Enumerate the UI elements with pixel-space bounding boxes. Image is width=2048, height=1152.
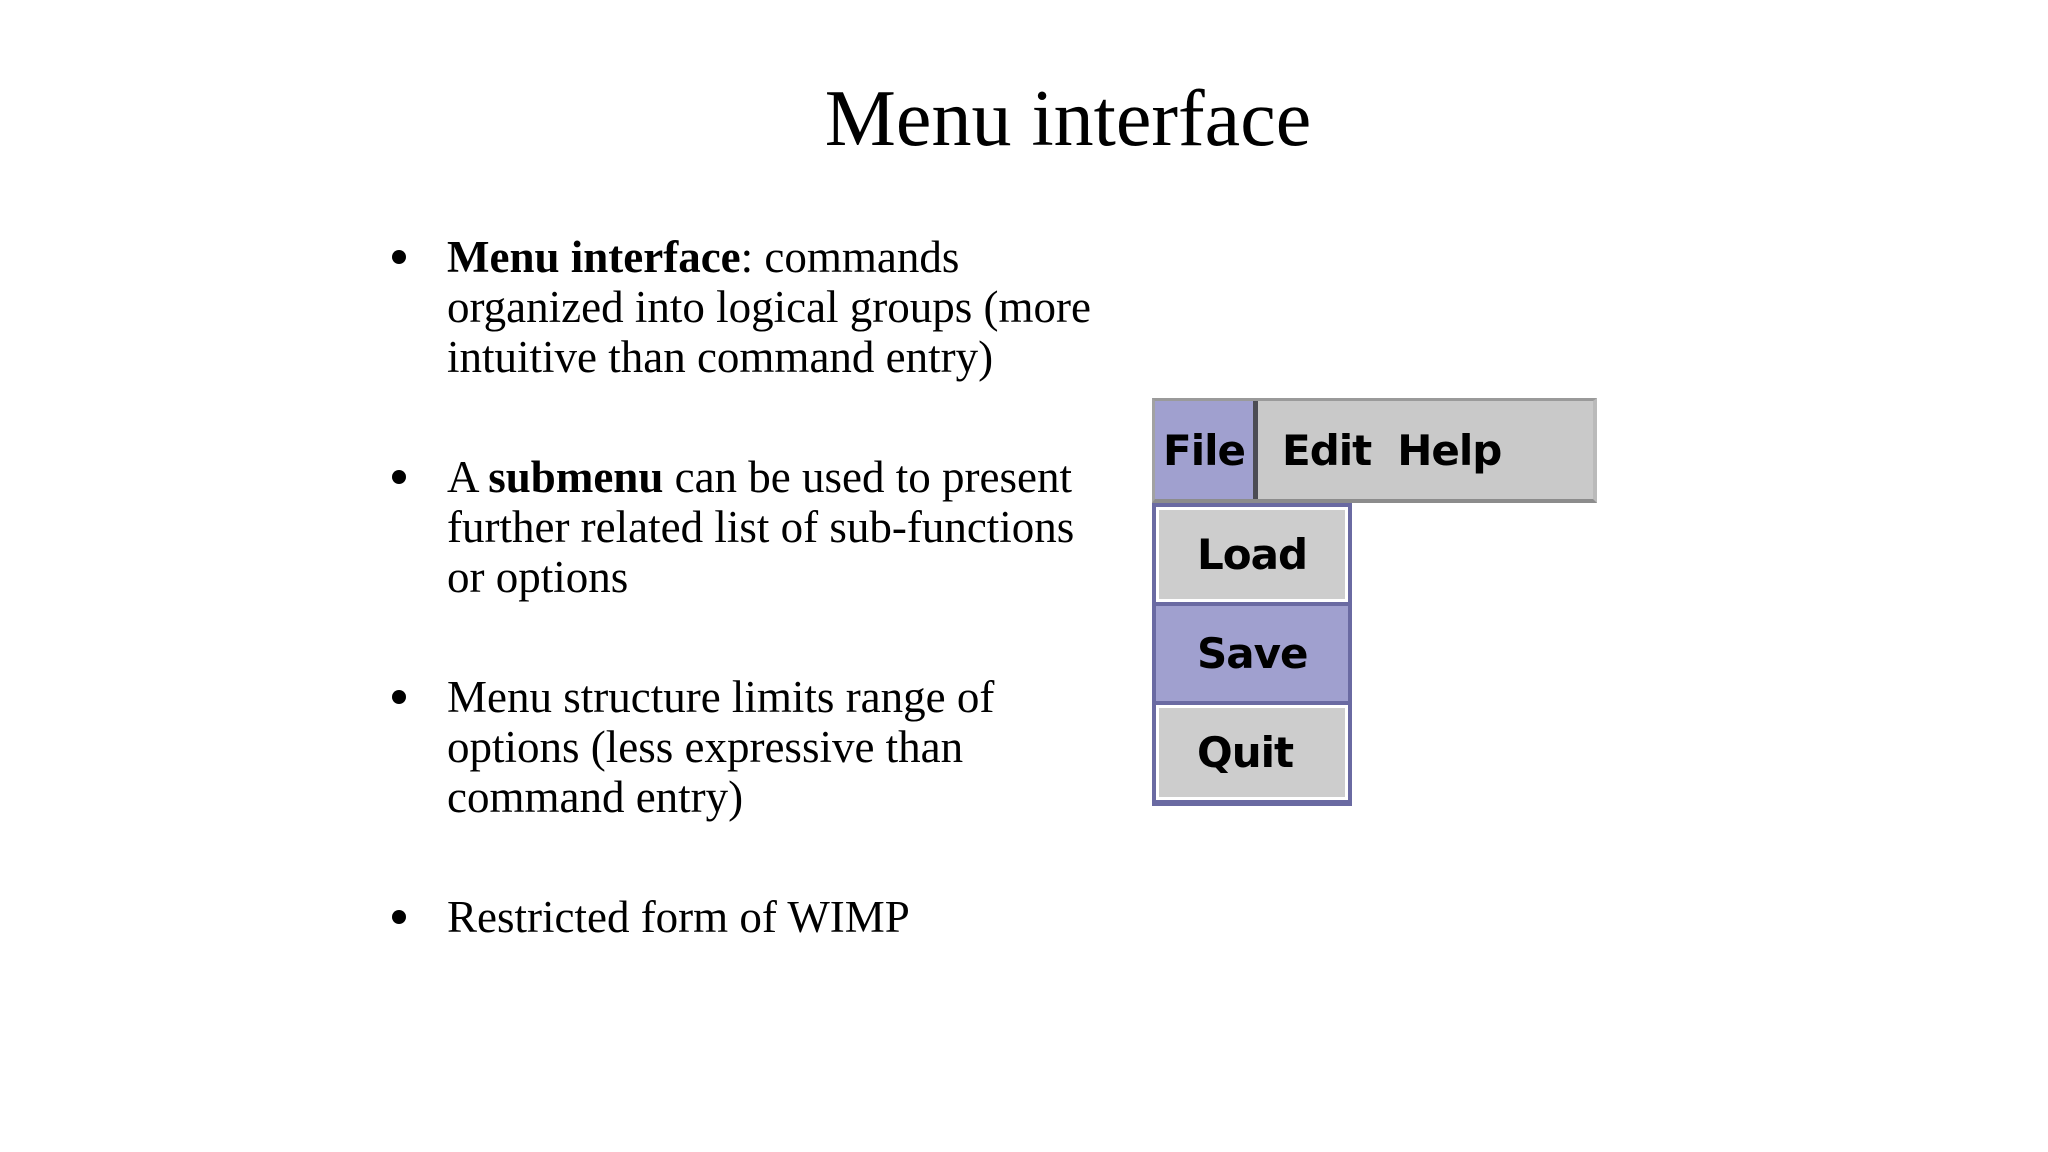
bullet-item: Restricted form of WIMP bbox=[392, 892, 1187, 942]
bullet-dot bbox=[392, 690, 406, 704]
bullet-text: A submenu can be used to present further… bbox=[447, 452, 1075, 602]
menu-item-save[interactable]: Save bbox=[1156, 606, 1348, 701]
page-title: Menu interface bbox=[824, 75, 1312, 163]
menubar-item-help[interactable]: Help bbox=[1397, 425, 1502, 475]
bullet-item: Menu structure limits range of options (… bbox=[392, 672, 1187, 822]
menu-item-load[interactable]: Load bbox=[1156, 507, 1348, 602]
bullet-text: Menu interface: commands organized into … bbox=[447, 232, 1091, 382]
menubar-item-file[interactable]: File bbox=[1155, 401, 1258, 499]
bullet-item: A submenu can be used to present further… bbox=[392, 452, 1187, 602]
menu-item-quit[interactable]: Quit bbox=[1156, 705, 1348, 800]
bullet-dot bbox=[392, 910, 406, 924]
bullet-text: Menu structure limits range of options (… bbox=[447, 672, 995, 822]
bullet-text: Restricted form of WIMP bbox=[447, 892, 910, 942]
bullet-dot bbox=[392, 470, 406, 484]
bullet-item: Menu interface: commands organized into … bbox=[392, 232, 1187, 382]
menu-bar: File Edit Help bbox=[1152, 398, 1597, 503]
bullet-list: Menu interface: commands organized into … bbox=[392, 232, 1187, 1012]
menubar-item-edit[interactable]: Edit bbox=[1282, 425, 1372, 475]
bullet-dot bbox=[392, 250, 406, 264]
